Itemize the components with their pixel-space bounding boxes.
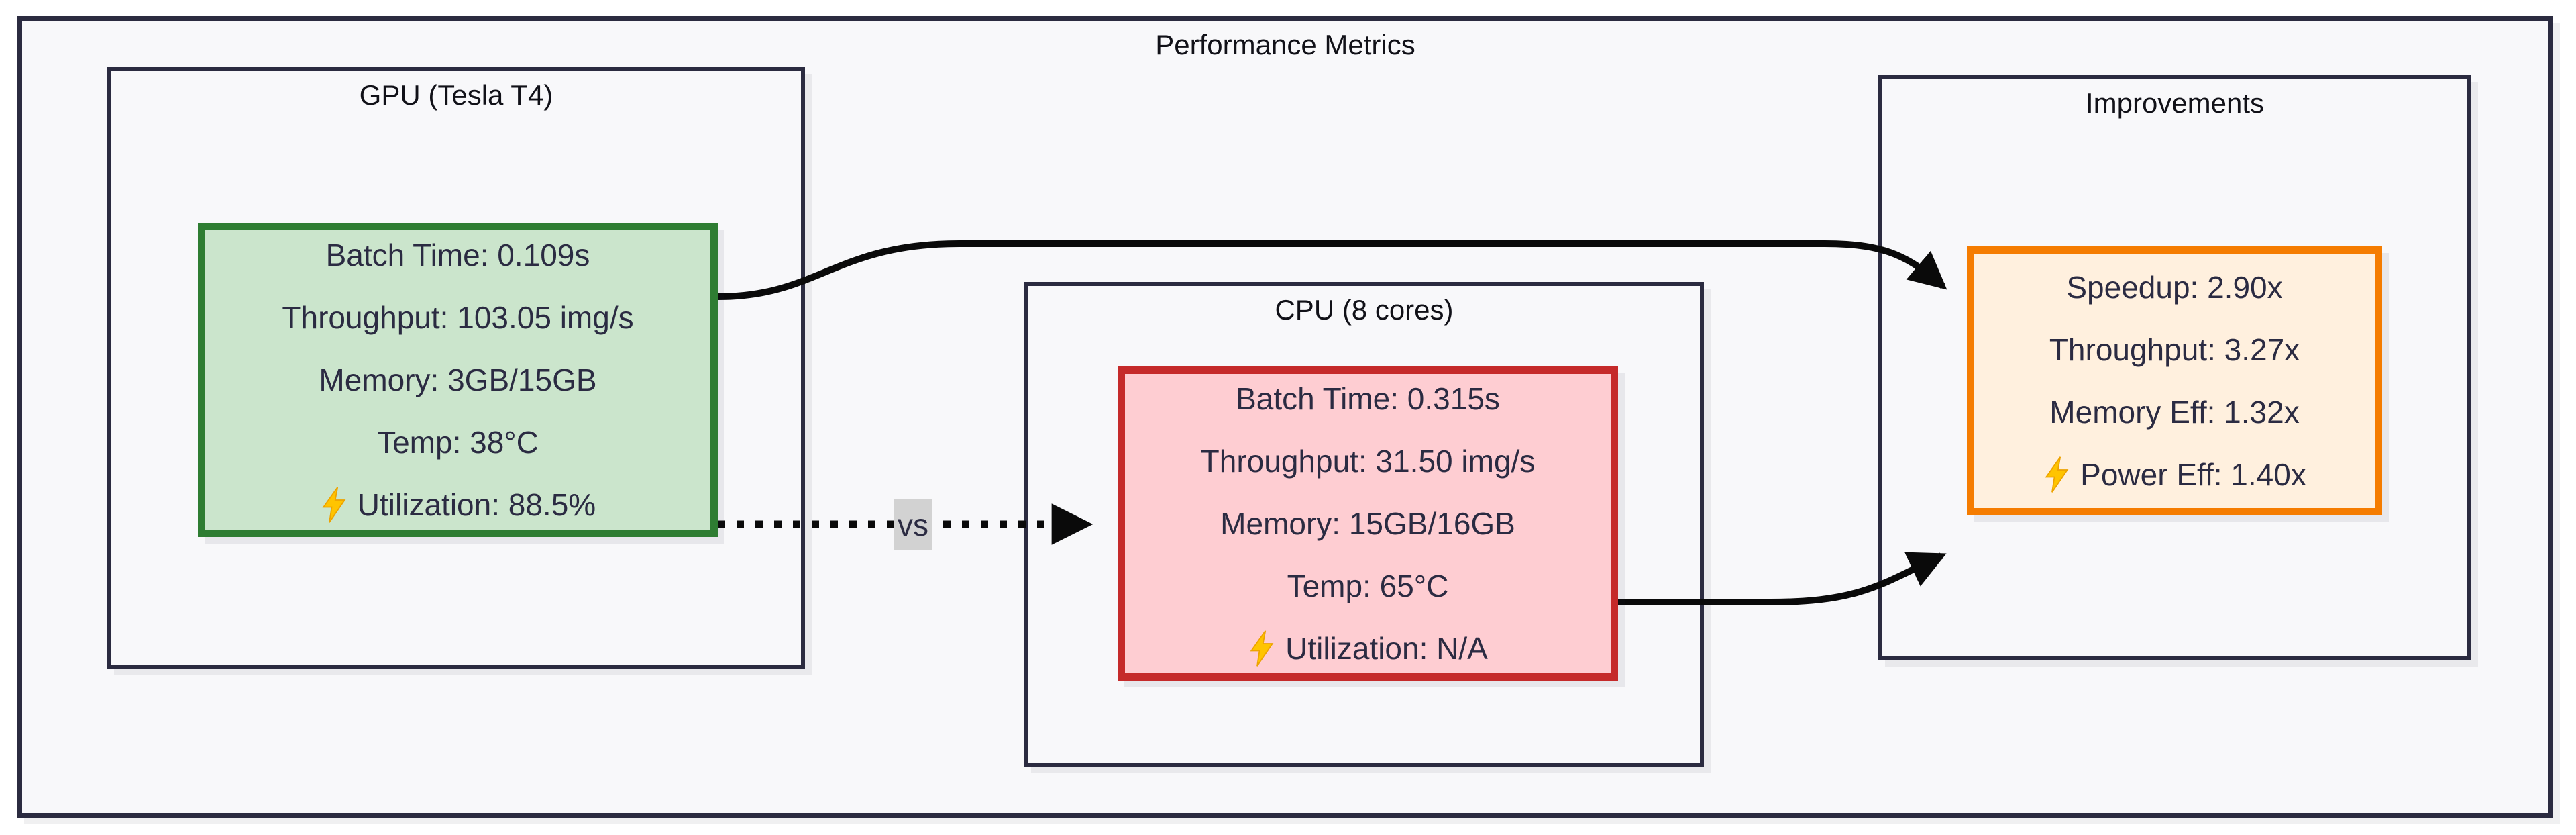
cpu-throughput: Throughput: 31.50 img/s (1200, 443, 1536, 479)
cpu-subgraph-title: CPU (8 cores) (1275, 294, 1454, 326)
gpu-subgraph-title: GPU (Tesla T4) (359, 79, 553, 111)
gpu-temp: Temp: 38°C (377, 424, 539, 460)
improvements-power-eff: Power Eff: 1.40x (2080, 456, 2306, 492)
lightning-icon (320, 486, 348, 524)
lightning-icon (1248, 630, 1276, 667)
improvements-speedup: Speedup: 2.90x (2066, 269, 2283, 305)
improvements-subgraph-title: Improvements (2085, 87, 2265, 119)
gpu-node: Batch Time: 0.109s Throughput: 103.05 im… (198, 223, 718, 537)
improvements-memory-eff: Memory Eff: 1.32x (2049, 394, 2300, 430)
lightning-icon (2043, 456, 2071, 493)
improvements-throughput: Throughput: 3.27x (2049, 332, 2300, 367)
gpu-memory: Memory: 3GB/15GB (319, 362, 597, 397)
gpu-batch-time: Batch Time: 0.109s (325, 237, 590, 273)
cpu-node: Batch Time: 0.315s Throughput: 31.50 img… (1118, 366, 1618, 681)
gpu-utilization: Utilization: 88.5% (357, 487, 596, 522)
cpu-memory: Memory: 15GB/16GB (1220, 505, 1515, 541)
cpu-temp: Temp: 65°C (1287, 568, 1449, 603)
cpu-batch-time: Batch Time: 0.315s (1236, 381, 1500, 416)
cpu-utilization: Utilization: N/A (1285, 630, 1488, 666)
diagram-title: Performance Metrics (1155, 29, 1415, 60)
improvements-node: Speedup: 2.90x Throughput: 3.27x Memory … (1967, 246, 2382, 515)
gpu-throughput: Throughput: 103.05 img/s (282, 299, 634, 335)
vs-edge-label: vs (894, 499, 932, 550)
